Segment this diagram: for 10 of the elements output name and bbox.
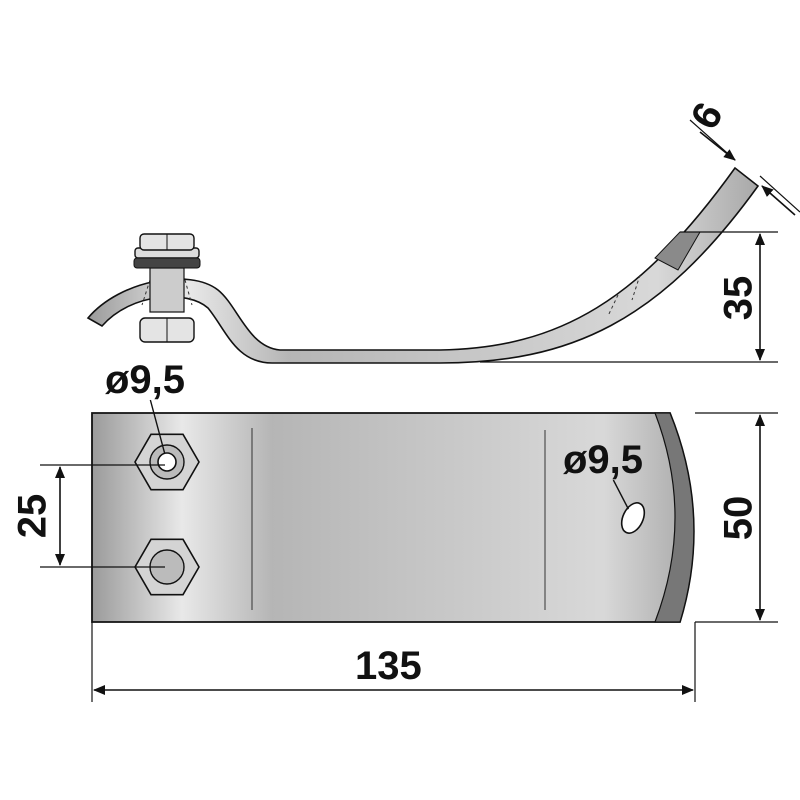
- bolt-hole: [157, 452, 177, 472]
- dimension-label: 6: [684, 96, 730, 136]
- dimension-label: 135: [355, 646, 422, 686]
- dimension-label: 35: [718, 276, 758, 320]
- diameter-label: ø9,5: [95, 360, 195, 400]
- bolt-hole: [620, 502, 646, 534]
- diameter-label: ø9,5: [553, 440, 653, 480]
- leader-line: [612, 480, 630, 510]
- dimension-label: 25: [12, 494, 52, 538]
- dimension-label: 50: [718, 496, 758, 540]
